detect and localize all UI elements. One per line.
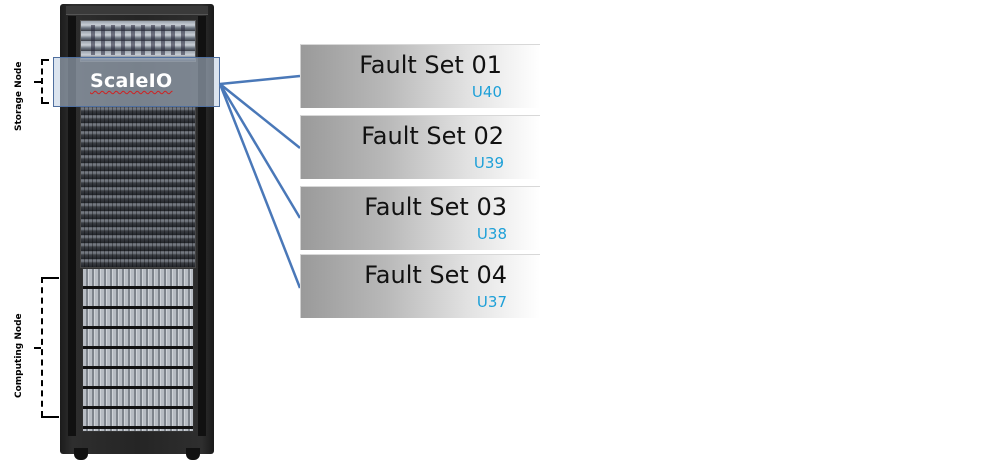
fault-set-unit: U40 xyxy=(471,83,502,101)
computing-node-units xyxy=(82,268,194,432)
fault-set-unit: U38 xyxy=(476,225,507,243)
fault-set-unit: U37 xyxy=(476,293,507,311)
computing-node-bracket xyxy=(41,277,43,417)
fault-set-02-box: Fault Set 02 U39 xyxy=(300,115,540,179)
fault-set-unit: U39 xyxy=(473,154,504,172)
bracket-tick xyxy=(34,347,41,349)
rack-wheel xyxy=(74,448,88,460)
bracket-tick xyxy=(41,277,59,279)
bracket-tick xyxy=(41,102,49,104)
rack-top-panel xyxy=(66,6,208,15)
fault-set-01-box: Fault Set 01 U40 xyxy=(300,44,540,108)
bracket-tick xyxy=(41,416,59,418)
rack-left-rail xyxy=(68,16,76,436)
scaleio-highlight-box xyxy=(53,57,220,107)
fault-set-name: Fault Set 04 xyxy=(364,261,507,289)
connector-fault-set-02 xyxy=(219,83,301,149)
storage-node-units xyxy=(80,106,196,268)
fault-set-name: Fault Set 01 xyxy=(359,51,502,79)
top-switch-units xyxy=(80,20,196,62)
rack-right-rail xyxy=(198,16,206,436)
rack-wheel xyxy=(186,448,200,460)
storage-node-bracket xyxy=(41,59,43,103)
scaleio-label: ScaleIO xyxy=(90,70,173,92)
fault-set-name: Fault Set 03 xyxy=(364,193,507,221)
fault-set-name: Fault Set 02 xyxy=(361,122,504,150)
fault-set-04-box: Fault Set 04 U37 xyxy=(300,254,540,318)
fault-set-03-box: Fault Set 03 U38 xyxy=(300,186,540,250)
bracket-tick xyxy=(41,59,49,61)
connector-fault-set-04 xyxy=(218,83,302,289)
bracket-tick xyxy=(34,81,41,83)
connector-fault-set-01 xyxy=(219,74,301,86)
connector-fault-set-03 xyxy=(218,83,302,219)
